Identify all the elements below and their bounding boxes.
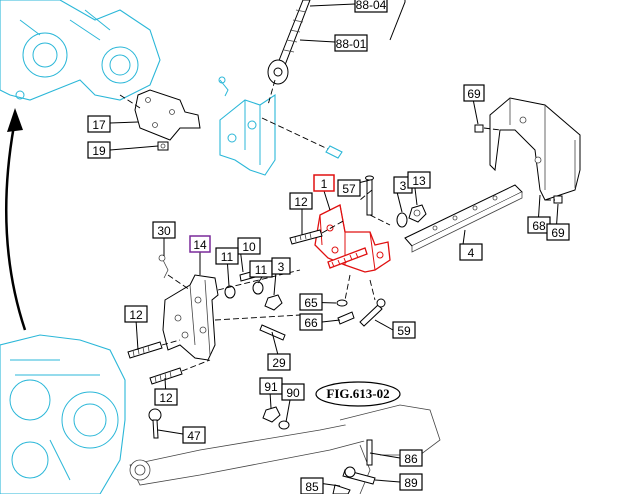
- stud-12-mid: [127, 341, 163, 359]
- lower-link-assembly: [129, 404, 441, 494]
- callout-90-label: 90: [286, 386, 300, 400]
- callout-85-label: 85: [305, 480, 319, 494]
- callout-88-04[interactable]: 88-04: [354, 0, 388, 13]
- callout-29-label: 29: [272, 356, 286, 370]
- callout-29[interactable]: 29: [267, 353, 291, 371]
- washer-11a: [224, 285, 236, 299]
- assembly-direction-arrow: [5, 108, 27, 331]
- callout-88-01[interactable]: 88-01: [334, 34, 368, 52]
- callout-1[interactable]: 1: [313, 174, 335, 192]
- callout-57[interactable]: 57: [337, 179, 361, 197]
- callout-69-top[interactable]: 69: [463, 84, 485, 102]
- callout-68[interactable]: 68: [527, 216, 551, 234]
- plate-17: [134, 89, 201, 141]
- nut-13: [408, 204, 427, 223]
- callout-65-label: 65: [304, 296, 318, 310]
- callout-14[interactable]: 14: [189, 235, 211, 253]
- callout-14-label: 14: [193, 238, 207, 252]
- bolt-19: [157, 141, 169, 151]
- callout-47-label: 47: [187, 429, 201, 443]
- callout-13[interactable]: 13: [407, 171, 431, 189]
- hitch-bracket-1: [314, 204, 391, 273]
- callout-91[interactable]: 91: [259, 377, 283, 395]
- callout-57-label: 57: [342, 182, 356, 196]
- stud-12-low: [149, 367, 183, 385]
- callout-12-low[interactable]: 12: [154, 388, 178, 406]
- callout-13-label: 13: [412, 174, 426, 188]
- bolt-66: [337, 311, 355, 325]
- callout-4[interactable]: 4: [459, 243, 483, 261]
- callout-10[interactable]: 10: [237, 237, 261, 255]
- callout-88-01-label: 88-01: [336, 37, 367, 51]
- washer-11b: [252, 281, 264, 295]
- transmission-housing-bottom: [0, 334, 126, 494]
- callout-4-label: 4: [468, 246, 475, 260]
- callout-11-b-label: 11: [255, 263, 268, 277]
- callout-19-label: 19: [92, 144, 106, 158]
- callout-3-top-label: 3: [400, 179, 407, 193]
- callout-10-label: 10: [242, 240, 256, 254]
- cyan-bracket: [218, 76, 276, 176]
- figure-reference-label: FIG.613-02: [326, 386, 389, 401]
- bolt-89: [342, 466, 376, 485]
- callout-65[interactable]: 65: [299, 293, 323, 311]
- pin-86: [366, 439, 373, 466]
- nut-3-mid: [264, 294, 283, 311]
- callout-69-bottom[interactable]: 69: [546, 223, 570, 241]
- callout-86-label: 86: [404, 452, 418, 466]
- callout-17-label: 17: [92, 118, 106, 132]
- callout-30[interactable]: 30: [152, 221, 176, 239]
- stud-12-top: [289, 229, 323, 245]
- hitch-pin-30: [158, 254, 169, 279]
- washer-3: [396, 212, 408, 228]
- washer-90: [278, 420, 290, 430]
- callout-90[interactable]: 90: [281, 383, 305, 401]
- callout-17[interactable]: 17: [87, 115, 111, 133]
- pin-57: [365, 175, 374, 216]
- drawbar-4: [404, 184, 523, 253]
- callout-3-mid[interactable]: 3: [271, 257, 291, 275]
- callout-66-label: 66: [304, 316, 318, 330]
- callout-59[interactable]: 59: [392, 321, 416, 339]
- pin-47: [148, 408, 162, 439]
- callout-11-a[interactable]: 11: [215, 247, 239, 265]
- bolt-69-top: [474, 124, 484, 133]
- hitch-pin-59: [359, 298, 386, 327]
- callout-11-a-label: 11: [221, 250, 234, 264]
- callout-3-mid-label: 3: [278, 260, 285, 274]
- callout-1-label: 1: [321, 177, 328, 191]
- bolt-85: [332, 484, 351, 494]
- callout-91-label: 91: [264, 380, 278, 394]
- callout-19[interactable]: 19: [87, 141, 111, 159]
- callout-12-low-label: 12: [159, 391, 173, 405]
- bolt-69-bottom: [553, 195, 563, 204]
- top-link-rod: [267, 0, 311, 85]
- callout-12-mid-label: 12: [129, 308, 143, 322]
- callout-30-label: 30: [157, 224, 171, 238]
- callout-47[interactable]: 47: [182, 426, 206, 444]
- callout-66[interactable]: 66: [299, 313, 323, 331]
- callout-11-b[interactable]: 11: [249, 260, 273, 278]
- callout-12-top[interactable]: 12: [289, 192, 313, 210]
- nut-91: [262, 406, 281, 423]
- callout-12-mid[interactable]: 12: [124, 305, 148, 323]
- figure-reference[interactable]: FIG.613-02: [315, 381, 401, 407]
- callout-89[interactable]: 89: [399, 473, 423, 491]
- transmission-housing-top: [0, 0, 161, 101]
- callout-88-04-label: 88-04: [356, 0, 387, 12]
- callout-69-bottom-label: 69: [551, 226, 565, 240]
- callout-69-top-label: 69: [467, 87, 481, 101]
- callout-68-label: 68: [532, 219, 546, 233]
- callout-86[interactable]: 86: [399, 449, 423, 467]
- cover-68: [489, 97, 581, 201]
- callout-89-label: 89: [404, 476, 418, 490]
- bracket-14: [162, 274, 219, 361]
- pin-65: [336, 299, 348, 307]
- callout-12-top-label: 12: [294, 195, 308, 209]
- callout-85[interactable]: 85: [300, 477, 324, 494]
- callout-59-label: 59: [397, 324, 411, 338]
